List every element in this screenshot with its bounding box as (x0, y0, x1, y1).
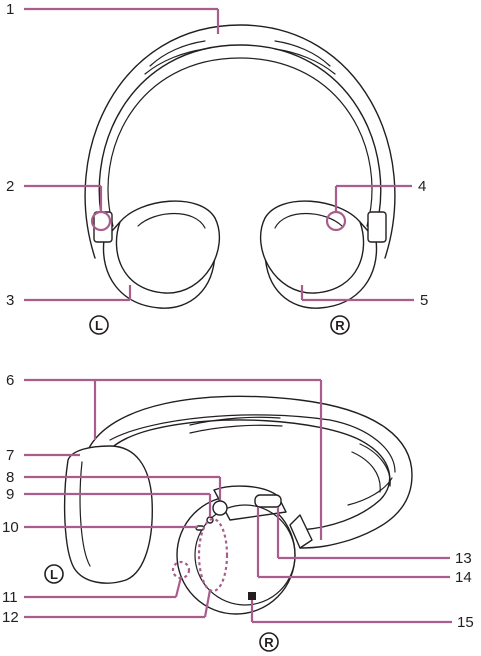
callout-7: 7 (6, 447, 14, 464)
callout-14: 14 (455, 569, 472, 586)
callout-10: 10 (2, 519, 19, 536)
top-leader-lines (24, 7, 414, 302)
svg-text:R: R (335, 318, 345, 333)
callout-1: 1 (6, 1, 14, 18)
svg-text:L: L (50, 567, 58, 582)
bottom-leader-lines (24, 378, 452, 624)
svg-text:L: L (95, 318, 103, 333)
callout-13: 13 (455, 550, 472, 567)
antenna-region (197, 517, 229, 593)
callout-15: 15 (457, 614, 474, 631)
callout-2: 2 (6, 178, 14, 195)
right-side-mark-bottom: R (259, 632, 279, 652)
front-view-headphones (84, 24, 396, 309)
callout-3: 3 (6, 292, 14, 309)
callout-4: 4 (418, 178, 426, 195)
side-view-headphones (63, 395, 413, 615)
callout-9: 9 (6, 486, 14, 503)
right-side-mark-top: R (330, 315, 350, 335)
callout-12: 12 (2, 609, 19, 626)
left-side-mark-bottom: L (44, 564, 64, 584)
callout-5: 5 (420, 292, 428, 309)
callout-6: 6 (6, 372, 14, 389)
left-side-mark-top: L (89, 315, 109, 335)
callout-8: 8 (6, 469, 14, 486)
callout-11: 11 (2, 589, 18, 606)
svg-text:R: R (264, 635, 274, 650)
